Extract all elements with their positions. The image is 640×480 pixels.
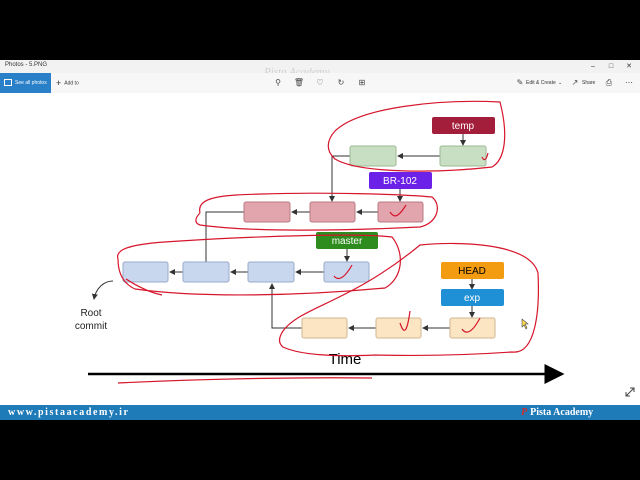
- pista-logo-icon: P: [521, 407, 528, 418]
- temp-branch-label: temp: [452, 121, 475, 132]
- minimize-icon[interactable]: –: [591, 63, 595, 70]
- commit-node: [439, 145, 487, 167]
- edit-create-icon[interactable]: ✎: [516, 78, 524, 87]
- br102-branch-label-bg: [369, 172, 432, 189]
- more-options-icon[interactable]: ⋯: [625, 78, 633, 87]
- commit-node: [349, 145, 397, 167]
- commit-node: [247, 261, 295, 283]
- share-button[interactable]: Share: [582, 80, 596, 86]
- share-icon[interactable]: ↗: [571, 78, 579, 87]
- mouse-cursor: [521, 318, 529, 330]
- exp-branch-label-bg: [441, 289, 504, 306]
- footer-brand-label: Pista Academy: [530, 407, 594, 418]
- add-to-button[interactable]: +Add to: [56, 73, 79, 93]
- commit-node: [375, 317, 422, 339]
- temp-branch-label-bg: [432, 117, 495, 134]
- master-branch-label-bg: [316, 232, 378, 249]
- print-icon[interactable]: ⎙: [605, 78, 613, 87]
- commit-node: [301, 317, 348, 339]
- head-label: HEAD: [458, 266, 486, 277]
- master-branch-label: master: [332, 236, 363, 247]
- zoom-icon[interactable]: ⚲: [275, 78, 281, 87]
- favorite-icon[interactable]: ♡: [316, 78, 324, 87]
- commit-node: [182, 261, 230, 283]
- toolbar: See all photos +Add to ⚲ 🗑 ♡ ↻ ⊞ ✎ Edit …: [0, 73, 640, 93]
- edit-create-button[interactable]: Edit & Create: [526, 80, 556, 86]
- plus-icon: +: [56, 78, 62, 88]
- commit-node: [243, 201, 291, 223]
- window-title: Photos - 5.PNG: [5, 62, 48, 68]
- exp-branch-label: exp: [464, 293, 481, 304]
- head-label-bg: [441, 262, 504, 279]
- root-commit-label-line1: Root: [80, 308, 101, 319]
- photos-app-window: Photos - 5.PNG Pista Academy – □ ✕ See a…: [0, 60, 640, 420]
- commit-node: [309, 201, 356, 223]
- hand-annotations: [117, 100, 539, 384]
- chevron-down-icon[interactable]: ⌄: [558, 80, 563, 86]
- see-all-photos-label: See all photos: [15, 80, 47, 86]
- commit-node: [449, 317, 496, 339]
- close-icon[interactable]: ✕: [626, 63, 632, 70]
- root-commit-label-line2: commit: [75, 321, 107, 332]
- delete-icon[interactable]: 🗑: [293, 78, 305, 87]
- add-to-label: Add to: [64, 80, 79, 87]
- rotate-icon[interactable]: ↻: [337, 78, 345, 87]
- time-axis-label: Time: [329, 351, 362, 368]
- crop-icon[interactable]: ⊞: [358, 78, 366, 87]
- maximize-icon[interactable]: □: [608, 63, 614, 70]
- see-all-photos-button[interactable]: See all photos: [0, 73, 51, 93]
- title-bar: Photos - 5.PNG Pista Academy – □ ✕: [0, 60, 640, 78]
- photos-icon: [4, 79, 12, 87]
- commit-node: [323, 261, 370, 283]
- footer-url: www.pistaacademy.ir: [8, 407, 130, 418]
- root-commit-node: [122, 261, 169, 283]
- expand-icon[interactable]: [625, 387, 635, 397]
- br102-branch-label: BR-102: [383, 176, 417, 187]
- git-branch-diagram: temp BR-102 master HEAD exp Root commit …: [75, 100, 635, 397]
